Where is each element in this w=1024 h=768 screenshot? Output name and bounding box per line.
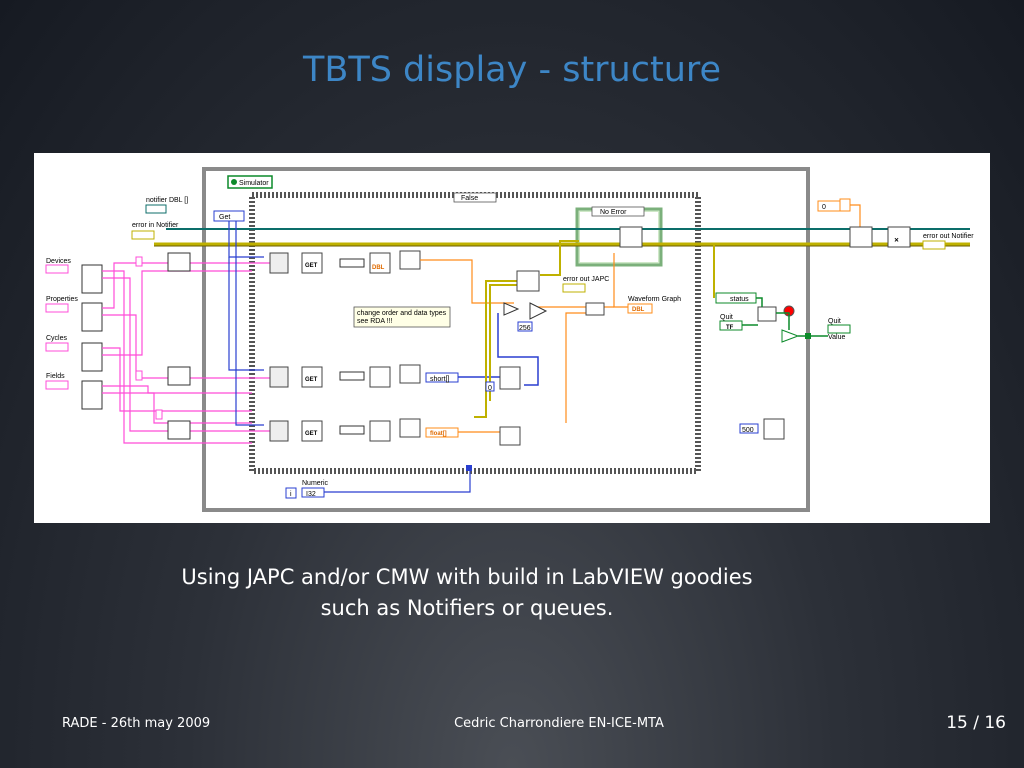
properties-label: Properties: [46, 296, 78, 303]
while-loop-frame: [202, 167, 810, 512]
waveform-dbl-tag: DBL: [632, 307, 645, 313]
waveform-graph-label: Waveform Graph: [628, 296, 681, 303]
numeric-label: Numeric: [302, 480, 329, 487]
japc-row-1: GET DBL: [269, 250, 421, 274]
error-out-notifier-label: error out Notifier: [923, 233, 974, 240]
error-out-japc-label: error out JAPC: [563, 276, 609, 283]
cycles-control: Cycles: [45, 335, 69, 352]
i32-label: I32: [306, 491, 316, 498]
page-number: 15 / 16: [946, 713, 1006, 733]
footer-event: RADE - 26th may 2009: [62, 716, 211, 731]
error-in-label: error in Notifier: [132, 222, 179, 229]
svg-text:✕: ✕: [894, 237, 899, 244]
japc-row-3: GET float[]: [269, 418, 459, 442]
devices-control: Devices: [45, 258, 71, 274]
case-no-error-label: No Error: [600, 209, 627, 216]
fields-label: Fields: [46, 373, 65, 380]
short-label: short[]: [430, 376, 450, 383]
status-label: status: [730, 296, 749, 303]
loop-i-label: i: [290, 491, 292, 498]
footer-author: Cedric Charrondiere EN-ICE-MTA: [454, 716, 664, 731]
get-selector-label: Get: [219, 214, 230, 221]
tf-label: TF: [726, 325, 734, 331]
notifier-label: notifier DBL []: [146, 197, 188, 204]
slide-caption: Using JAPC and/or CMW with build in LabV…: [0, 562, 934, 624]
labview-block-diagram: False No Error Simulator Get notifier DB…: [34, 153, 990, 523]
caption-line-2: such as Notifiers or queues.: [320, 596, 614, 620]
case-structure-frame: [249, 192, 701, 474]
const-500: 500: [742, 427, 754, 434]
const-zero: 0: [822, 204, 826, 211]
quit-label: Quit: [720, 314, 733, 321]
devices-label: Devices: [46, 258, 71, 265]
comment-line-1: change order and data types: [357, 310, 447, 317]
slide-title: TBTS display - structure: [302, 50, 722, 90]
caption-line-1: Using JAPC and/or CMW with build in LabV…: [181, 565, 753, 589]
value-label: Value: [828, 334, 845, 341]
const-index: 0: [488, 385, 492, 392]
dbl-tag-1: DBL: [372, 265, 385, 271]
get-label-3: GET: [305, 431, 318, 437]
const-256: 256: [519, 325, 531, 332]
japc-row-2: GET short[]: [269, 364, 459, 388]
cycles-label: Cycles: [46, 335, 68, 342]
simulator-label: Simulator: [239, 180, 269, 187]
case-false-label: False: [461, 195, 478, 202]
properties-control: Properties: [45, 296, 78, 313]
fields-control: Fields: [45, 373, 69, 390]
comment-line-2: see RDA !!!: [357, 318, 392, 325]
get-label-1: GET: [305, 263, 318, 269]
quit-value-label: Quit: [828, 318, 841, 325]
float-label: float[]: [430, 431, 447, 437]
get-label-2: GET: [305, 377, 318, 383]
